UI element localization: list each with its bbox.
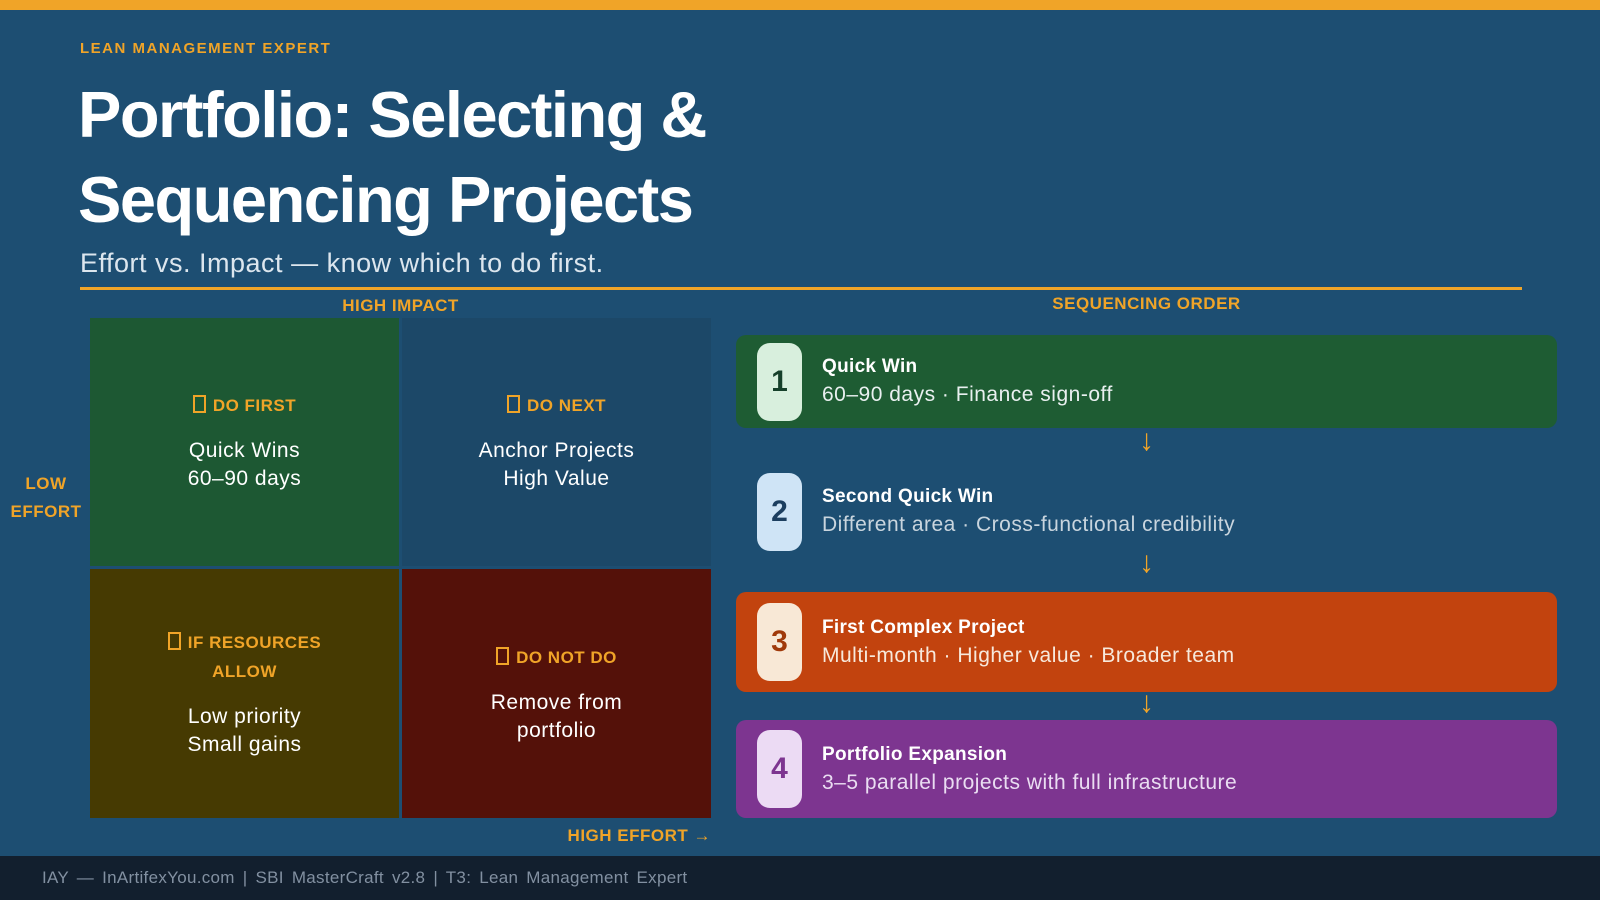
missing-glyph-icon <box>496 646 510 665</box>
step-text: First Complex Project Multi-month · High… <box>822 617 1235 668</box>
page-title-line2: Sequencing Projects <box>78 163 694 236</box>
step-text: Portfolio Expansion 3–5 parallel project… <box>822 744 1237 795</box>
axis-label-high-impact: HIGH IMPACT <box>342 296 459 315</box>
quadrant-label: DO FIRST <box>192 391 297 420</box>
quadrant-label: DO NEXT <box>506 391 607 420</box>
step-text: Quick Win 60–90 days · Finance sign-off <box>822 356 1113 407</box>
quadrant-label: IF RESOURCES ALLOW <box>145 628 345 686</box>
missing-glyph-icon <box>167 632 181 650</box>
quadrant-body-line2: portfolio <box>516 718 597 742</box>
down-arrow-icon: ↓ <box>1139 546 1154 579</box>
step-detail: Different area · Cross-functional credib… <box>822 513 1236 536</box>
step-detail: 60–90 days · Finance sign-off <box>822 383 1113 406</box>
quadrant-body: Quick Wins 60–90 days <box>188 437 302 493</box>
footer-bar: IAY — InArtifexYou.com | SBI MasterCraft… <box>0 856 1600 900</box>
quadrant-label: DO NOT DO <box>496 643 617 672</box>
top-accent-bar <box>0 0 1600 10</box>
step-title: First Complex Project <box>822 616 1025 638</box>
step-number-badge: 3 <box>757 603 802 681</box>
quadrant-body: Low priority Small gains <box>187 703 301 759</box>
step-title: Portfolio Expansion <box>822 743 1008 765</box>
quadrant-body-line2: 60–90 days <box>187 467 302 490</box>
quadrant-label-text: DO NOT DO <box>516 647 617 667</box>
quadrant-body: Anchor Projects High Value <box>479 437 635 493</box>
step-number-badge: 1 <box>757 342 802 421</box>
axis-label-high-effort: HIGH EFFORT → <box>567 826 711 845</box>
step-text: Second Quick Win Different area · Cross-… <box>822 486 1235 537</box>
effort-impact-matrix: DO FIRST Quick Wins 60–90 days DO NEXT A… <box>90 318 711 818</box>
step-detail: 3–5 parallel projects with full infrastr… <box>822 770 1238 794</box>
quadrant-do-next: DO NEXT Anchor Projects High Value <box>402 318 711 566</box>
quadrant-body-line1: Anchor Projects <box>478 439 635 462</box>
step-title: Quick Win <box>822 356 918 377</box>
quadrant-body-line2: Small gains <box>187 733 302 756</box>
sequence-step-2-card: 2 Second Quick Win Different area · Cros… <box>736 465 1557 558</box>
quadrant-body-line2: High Value <box>503 467 610 490</box>
quadrant-label-text: DO FIRST <box>212 396 297 415</box>
quadrant-body-line1: Quick Wins <box>188 439 301 462</box>
header-divider <box>80 287 1522 290</box>
down-arrow-icon: ↓ <box>1139 686 1154 719</box>
step-detail: Multi-month · Higher value · Broader tea… <box>822 643 1235 667</box>
down-arrow-icon: ↓ <box>1139 424 1154 457</box>
quadrant-label-text: DO NEXT <box>526 396 607 415</box>
sequence-step-3-card: 3 First Complex Project Multi-month · Hi… <box>736 592 1557 692</box>
sequence-step-4-card: 4 Portfolio Expansion 3–5 parallel proje… <box>736 720 1557 818</box>
quadrant-label-text: IF RESOURCES ALLOW <box>187 633 322 681</box>
kicker-label: LEAN MANAGEMENT EXPERT <box>80 40 332 57</box>
quadrant-if-resources-allow: IF RESOURCES ALLOW Low priority Small ga… <box>90 569 399 818</box>
missing-glyph-icon <box>506 395 520 413</box>
sequence-step-1-card: 1 Quick Win 60–90 days · Finance sign-of… <box>736 335 1557 428</box>
quadrant-body-line1: Remove from <box>490 690 623 714</box>
footer-text: IAY — InArtifexYou.com | SBI MasterCraft… <box>42 868 688 887</box>
quadrant-body-line1: Low priority <box>187 705 302 728</box>
step-number-badge: 2 <box>757 472 802 551</box>
step-number-badge: 4 <box>757 730 802 808</box>
missing-glyph-icon <box>192 395 206 413</box>
page-subtitle: Effort vs. Impact — know which to do fir… <box>80 248 604 278</box>
step-title: Second Quick Win <box>822 486 994 507</box>
page-title-line1: Portfolio: Selecting & <box>78 78 707 151</box>
quadrant-do-first: DO FIRST Quick Wins 60–90 days <box>90 318 399 566</box>
quadrant-do-not-do: DO NOT DO Remove from portfolio <box>402 569 711 818</box>
sequencing-order-heading: SEQUENCING ORDER <box>1052 294 1241 313</box>
axis-label-low-effort: LOW EFFORT <box>10 474 82 521</box>
page-title: Portfolio: Selecting & Sequencing Projec… <box>78 72 707 242</box>
quadrant-body: Remove from portfolio <box>491 689 623 745</box>
